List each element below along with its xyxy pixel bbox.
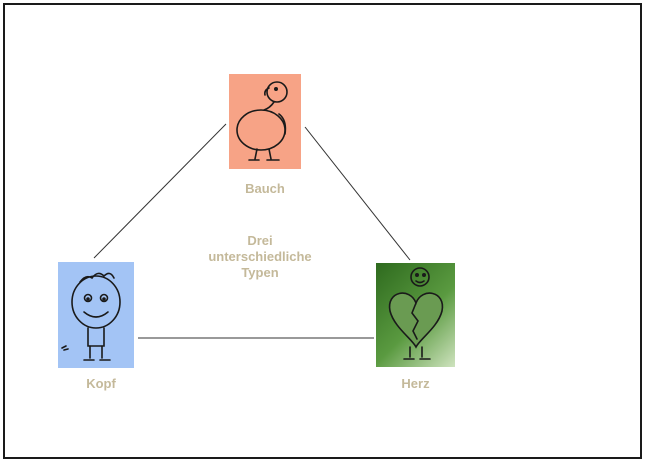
line-bauch-herz <box>304 126 411 261</box>
line-kopf-bauch <box>93 123 227 259</box>
center-text-line-1: Drei <box>247 233 273 248</box>
herz-illustration <box>376 263 455 367</box>
belly-character-icon <box>236 81 288 161</box>
bauch-label: Bauch <box>245 181 285 196</box>
heart-character-icon <box>388 267 444 360</box>
head-character-icon <box>61 272 121 361</box>
center-text-line-2: unterschiedliche <box>208 249 312 264</box>
herz-label: Herz <box>401 376 430 391</box>
center-text-line-3: Typen <box>241 265 279 280</box>
slide-frame <box>3 3 642 459</box>
center-text: Drei unterschiedliche Typen <box>195 233 325 281</box>
kopf-label: Kopf <box>86 376 116 391</box>
kopf-illustration <box>58 262 134 368</box>
bauch-illustration <box>229 74 301 169</box>
